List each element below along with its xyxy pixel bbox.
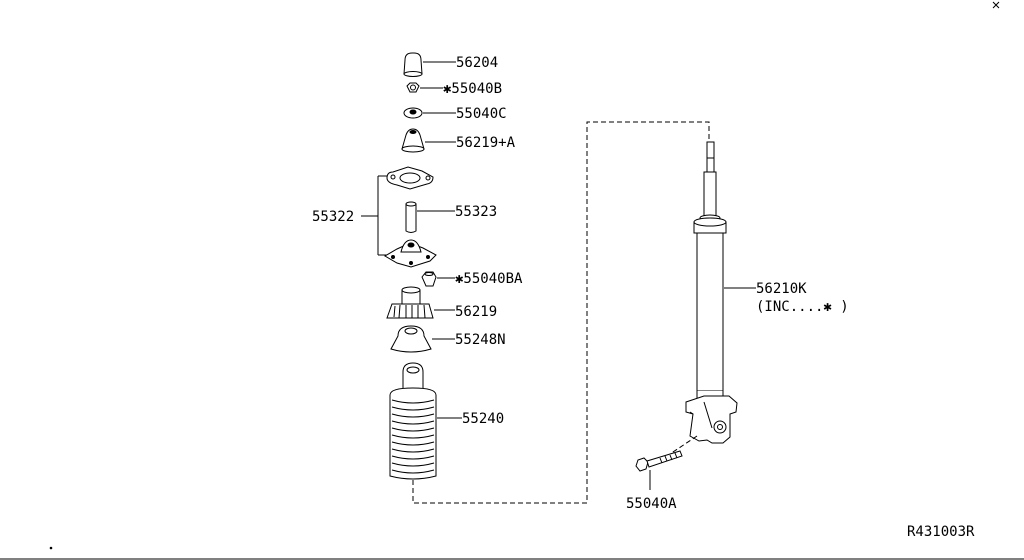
part-55323-sleeve[interactable] [405,201,455,233]
part-55248n-seat[interactable] [390,325,455,353]
label-56219: 56219 [455,304,497,320]
label-55323: 55323 [455,204,497,220]
corner-dot [49,546,53,550]
part-55040ba-nut[interactable] [421,271,455,287]
corner-mark [992,1,1000,9]
label-55040c: 55040C [456,106,507,122]
label-55040a: 55040A [626,496,677,512]
part-55040a-bolt[interactable] [635,435,698,490]
label-55240: 55240 [462,411,504,427]
label-55040b: ✱55040B [443,81,502,97]
part-55040c-washer[interactable] [403,107,456,119]
label-56204: 56204 [456,55,498,71]
label-55248n: 55248N [455,332,506,348]
label-55322: 55322 [312,209,354,225]
part-56204[interactable] [403,52,456,77]
label-56219a: 56219+A [456,135,516,151]
label-56210k-note: (INC....✱ ) [756,299,849,315]
part-56219-bushing[interactable] [386,286,455,319]
label-56210k: 56210K [756,281,807,297]
assembly-dashed-line [412,121,710,504]
label-55040ba: ✱55040BA [455,271,523,287]
part-56219a-bushing[interactable] [401,128,456,153]
part-56210k-shock-absorber[interactable] [685,141,756,444]
drawing-id: R431003R [907,524,975,540]
part-55322-bracket[interactable] [361,166,437,268]
part-55240-dust-boot[interactable] [389,362,462,480]
part-55040b-nut[interactable] [406,82,443,93]
